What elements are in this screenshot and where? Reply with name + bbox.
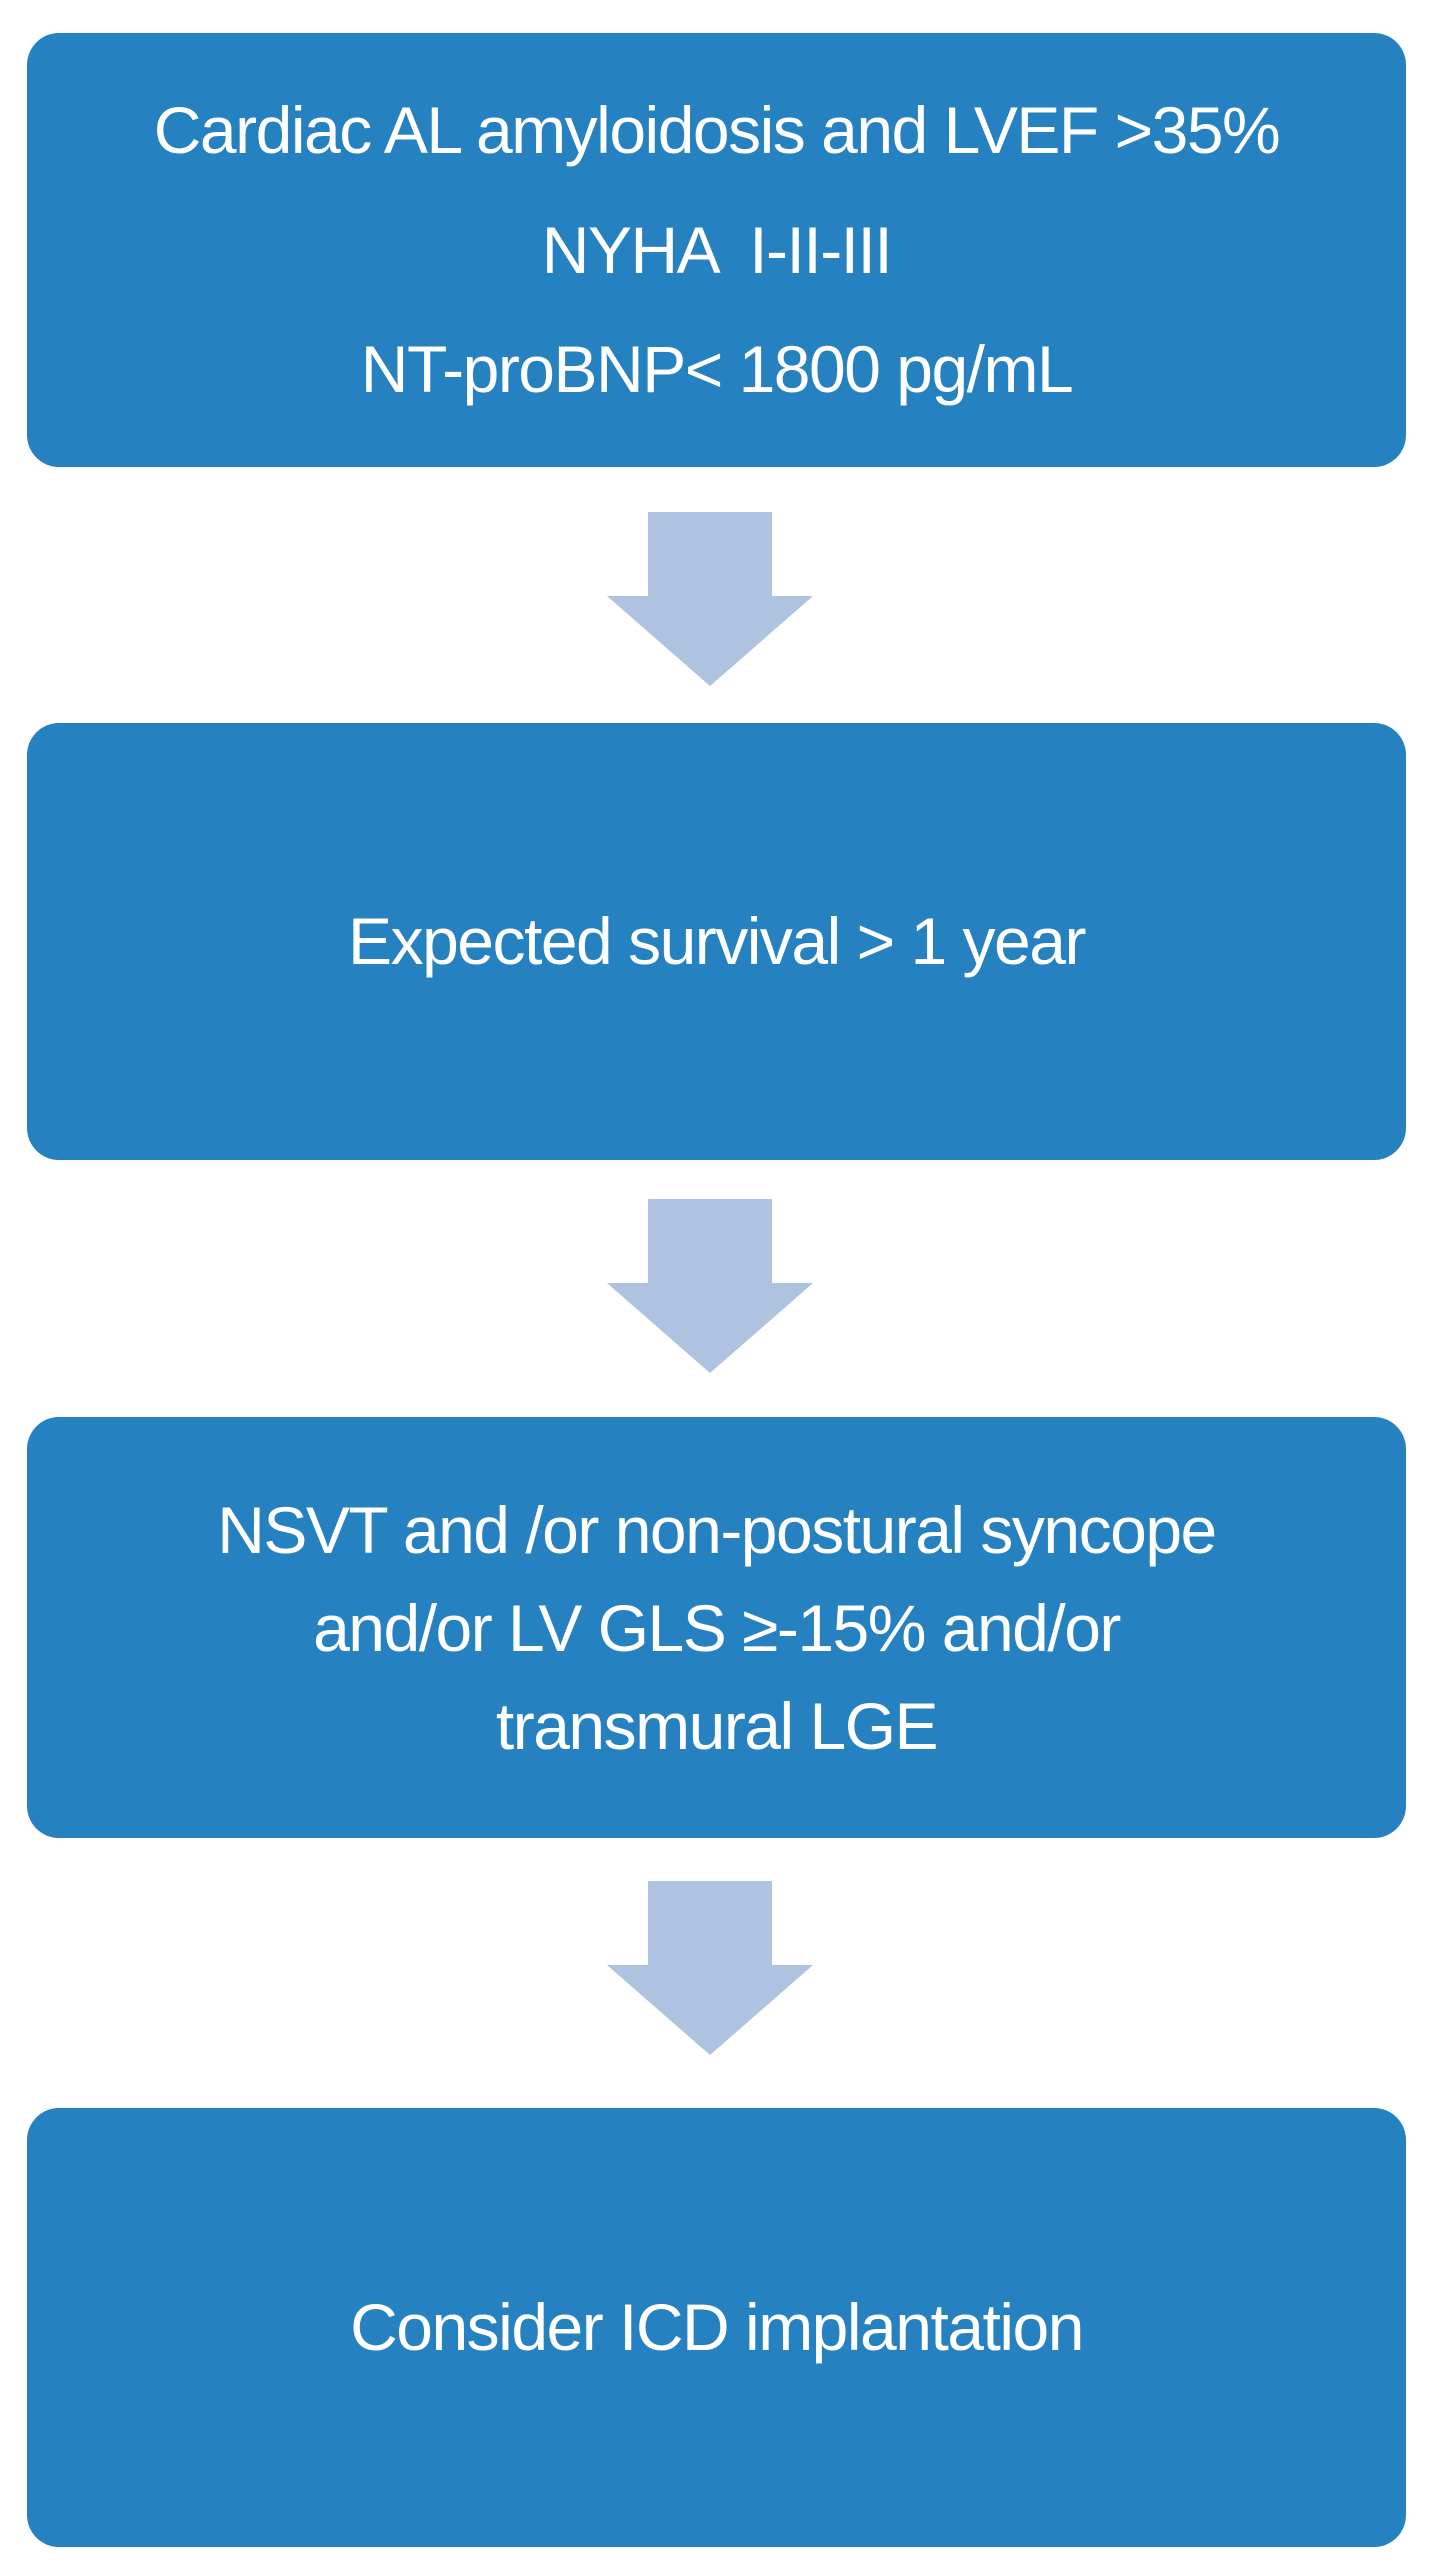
step-text-line: transmural LGE xyxy=(495,1688,939,1763)
step-box-2: Expected survival > 1 year xyxy=(27,723,1406,1160)
step-text-line: Consider ICD implantation xyxy=(350,2290,1084,2365)
step-box-4: Consider ICD implantation xyxy=(27,2108,1406,2547)
step-text-line: Cardiac AL amyloidosis and LVEF >35% xyxy=(153,93,1281,168)
connector-arrow-3 xyxy=(607,1881,813,2055)
step-text-line: NT-proBNP< 1800 pg/mL xyxy=(360,332,1074,407)
connector-arrow-2 xyxy=(607,1199,813,1373)
step-box-1: Cardiac AL amyloidosis and LVEF >35% NYH… xyxy=(27,33,1406,467)
down-arrow-icon xyxy=(607,512,813,686)
step-text-line: NYHA I-II-III xyxy=(541,212,893,287)
step-text-line: Expected survival > 1 year xyxy=(348,904,1086,979)
connector-arrow-1 xyxy=(607,512,813,686)
down-arrow-icon xyxy=(607,1881,813,2055)
step-text-line: NSVT and /or non-postural syncope xyxy=(217,1492,1217,1567)
step-text-line: and/or LV GLS ≥-15% and/or xyxy=(313,1590,1121,1665)
down-arrow-icon xyxy=(607,1199,813,1373)
step-box-3: NSVT and /or non-postural syncope and/or… xyxy=(27,1417,1406,1838)
